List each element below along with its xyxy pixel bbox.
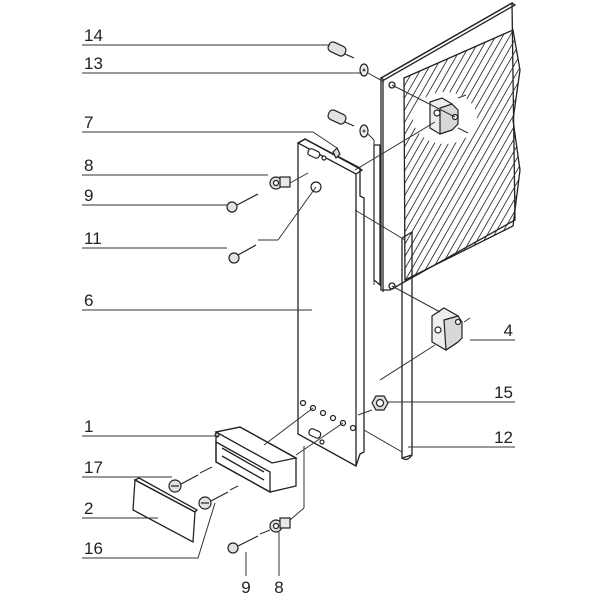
callout-9-bottom: 9: [241, 578, 250, 597]
hatch-line: [463, 30, 520, 280]
hatch-line: [470, 30, 520, 280]
hatch-line: [404, 30, 485, 280]
screw-9-upper: [226, 193, 259, 213]
callout-labels: 14 13 7 8 9 11 6 1 17 2 16 4 15 12 9 8: [84, 26, 513, 597]
callout-15: 15: [494, 383, 513, 402]
screw-9-lower: [227, 535, 259, 554]
callout-11: 11: [84, 229, 102, 248]
callout-9: 9: [84, 186, 93, 205]
nut-15: [371, 395, 389, 411]
hatch-line: [404, 30, 520, 280]
panel-hole-icon: [388, 81, 396, 89]
mounting-strip: [373, 144, 381, 287]
hatch-line: [583, 20, 600, 300]
front-panel-6: [296, 138, 365, 467]
callout-1: 1: [84, 417, 93, 436]
hatch-line: [527, 20, 600, 300]
hatch-line: [404, 30, 492, 280]
hatch-line: [404, 30, 520, 280]
callout-17: 17: [84, 458, 103, 477]
washer-upper-2: [359, 124, 369, 138]
hatch-line: [407, 30, 520, 280]
hatch-line: [428, 30, 520, 280]
screw-17: [168, 474, 199, 493]
hatch-line: [404, 30, 520, 280]
screw-16: [198, 491, 229, 510]
hatch-line: [449, 30, 520, 280]
callout-7: 7: [84, 113, 93, 132]
panel-hatching: [240, 20, 600, 300]
hatch-line: [541, 20, 600, 300]
hatch-line: [534, 20, 600, 300]
assembly-lines: [199, 72, 456, 535]
hatch-line: [421, 30, 520, 280]
screw-11: [228, 244, 257, 264]
hatch-line: [590, 20, 600, 300]
hatch-line: [240, 20, 400, 300]
screw-upper-2: [327, 109, 355, 127]
enclosure-panel: [240, 1, 600, 300]
hatch-line: [548, 20, 600, 300]
hatch-line: [404, 30, 520, 280]
clip-nut-8-upper: [269, 176, 291, 190]
hatch-line: [512, 30, 520, 280]
hatch-line: [562, 20, 600, 300]
screw-14: [327, 41, 355, 59]
hatch-line: [404, 30, 520, 280]
tab-7: [332, 146, 341, 160]
hatch-line: [404, 30, 506, 280]
callout-4: 4: [504, 321, 513, 340]
hatch-line: [576, 20, 600, 300]
callout-13: 13: [84, 54, 103, 73]
panel-hole-icon: [388, 282, 396, 290]
hatch-line: [414, 30, 520, 280]
hatch-line: [404, 30, 499, 280]
callout-16: 16: [84, 539, 103, 558]
hatch-line: [477, 30, 520, 280]
callout-14: 14: [84, 26, 103, 45]
hatch-line: [404, 30, 464, 280]
washer-13: [359, 63, 369, 77]
callout-leaders: [82, 44, 515, 576]
hatch-line: [404, 30, 513, 280]
clip-nut-8-lower: [269, 517, 291, 533]
hatch-line: [555, 20, 600, 300]
callout-12: 12: [494, 428, 513, 447]
bracket-4: [431, 307, 471, 352]
hatch-line: [404, 30, 415, 280]
hatch-line: [519, 30, 520, 280]
callout-2: 2: [84, 499, 93, 518]
hatch-line: [456, 30, 520, 280]
hatch-line: [404, 30, 478, 280]
callout-8-bottom: 8: [274, 578, 283, 597]
rail-12: [401, 230, 413, 461]
callout-8: 8: [84, 156, 93, 175]
hatch-line: [491, 30, 520, 280]
hatch-line: [505, 30, 520, 280]
hatch-line: [404, 30, 471, 280]
hatch-line: [569, 20, 600, 300]
handle-1: [214, 426, 298, 494]
label-plate-2: [132, 477, 199, 544]
hatch-line: [404, 30, 520, 280]
hatch-line: [404, 30, 422, 280]
callout-6: 6: [84, 291, 93, 310]
hatch-line: [404, 30, 520, 280]
